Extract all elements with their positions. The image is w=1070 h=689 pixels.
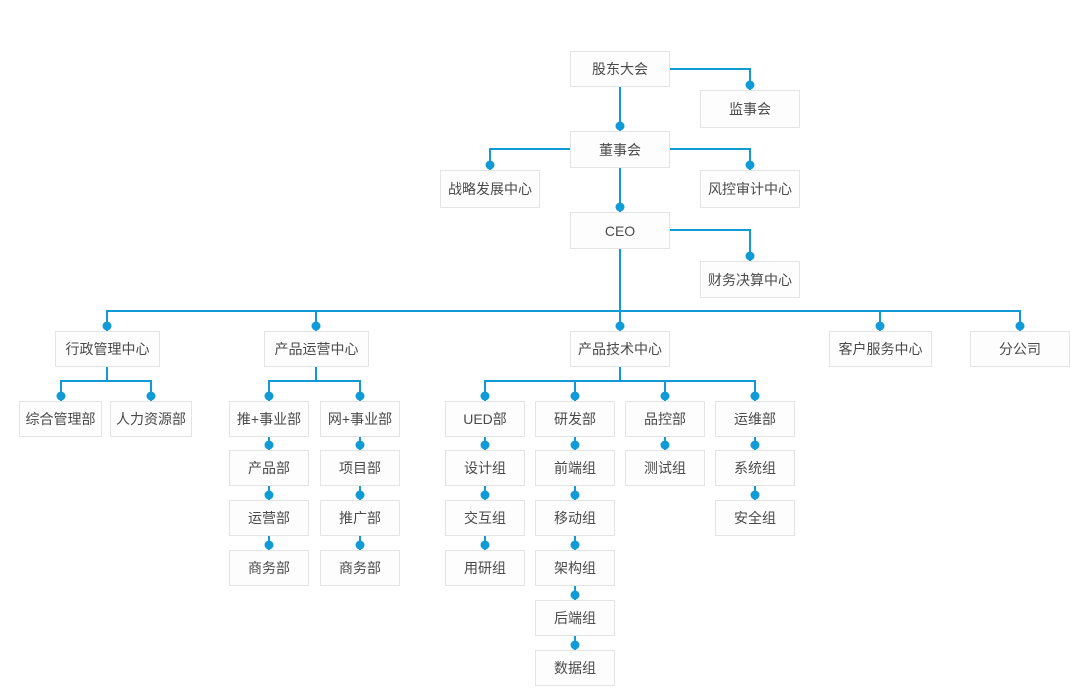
node-strategy-dev-center[interactable]: 战略发展中心 <box>440 170 540 208</box>
node-rnd-dept[interactable]: 研发部 <box>535 401 615 437</box>
connector-board-strategy <box>489 148 570 170</box>
node-business-dept-wang[interactable]: 商务部 <box>320 550 400 586</box>
node-supervisory-board[interactable]: 监事会 <box>700 90 800 128</box>
node-branch-company[interactable]: 分公司 <box>970 331 1070 367</box>
node-quality-control-dept[interactable]: 品控部 <box>625 401 705 437</box>
node-backend-group[interactable]: 后端组 <box>535 600 615 636</box>
node-risk-audit-center[interactable]: 风控审计中心 <box>700 170 800 208</box>
node-user-research-group[interactable]: 用研组 <box>445 550 525 586</box>
node-operations-maintenance-dept[interactable]: 运维部 <box>715 401 795 437</box>
node-data-group[interactable]: 数据组 <box>535 650 615 686</box>
connector-mainline <box>106 310 1021 331</box>
node-ued-dept[interactable]: UED部 <box>445 401 525 437</box>
connector-operation-split <box>268 367 361 401</box>
node-general-mgmt-dept[interactable]: 综合管理部 <box>19 401 102 437</box>
node-frontend-group[interactable]: 前端组 <box>535 450 615 486</box>
node-business-dept-tui[interactable]: 商务部 <box>229 550 309 586</box>
connector-technology-split <box>484 367 756 401</box>
node-interaction-group[interactable]: 交互组 <box>445 500 525 536</box>
node-project-dept[interactable]: 项目部 <box>320 450 400 486</box>
node-wang-plus-division[interactable]: 网+事业部 <box>320 401 400 437</box>
node-mobile-group[interactable]: 移动组 <box>535 500 615 536</box>
node-product-dept[interactable]: 产品部 <box>229 450 309 486</box>
node-shareholders-meeting[interactable]: 股东大会 <box>570 51 670 87</box>
node-human-resources-dept[interactable]: 人力资源部 <box>110 401 192 437</box>
node-ceo[interactable]: CEO <box>570 212 670 249</box>
node-product-technology-center[interactable]: 产品技术中心 <box>570 331 670 367</box>
node-customer-service-center[interactable]: 客户服务中心 <box>829 331 932 367</box>
node-system-group[interactable]: 系统组 <box>715 450 795 486</box>
node-design-group[interactable]: 设计组 <box>445 450 525 486</box>
node-operation-dept[interactable]: 运营部 <box>229 500 309 536</box>
connector-board-risk-audit <box>670 148 751 170</box>
node-tui-plus-division[interactable]: 推+事业部 <box>229 401 309 437</box>
connector-shareholders-supervisory <box>670 68 751 90</box>
connector-admin-split <box>60 367 152 401</box>
node-financial-settlement-center[interactable]: 财务决算中心 <box>700 261 800 298</box>
node-architecture-group[interactable]: 架构组 <box>535 550 615 586</box>
node-admin-mgmt-center[interactable]: 行政管理中心 <box>55 331 160 367</box>
node-board-of-directors[interactable]: 董事会 <box>570 131 670 168</box>
connector-ceo-finance <box>670 229 751 261</box>
node-security-group[interactable]: 安全组 <box>715 500 795 536</box>
node-promotion-dept[interactable]: 推广部 <box>320 500 400 536</box>
connector-dots <box>56 80 1025 650</box>
node-product-operation-center[interactable]: 产品运营中心 <box>264 331 369 367</box>
node-testing-group[interactable]: 测试组 <box>625 450 705 486</box>
connector-mainline-drops <box>315 311 881 331</box>
